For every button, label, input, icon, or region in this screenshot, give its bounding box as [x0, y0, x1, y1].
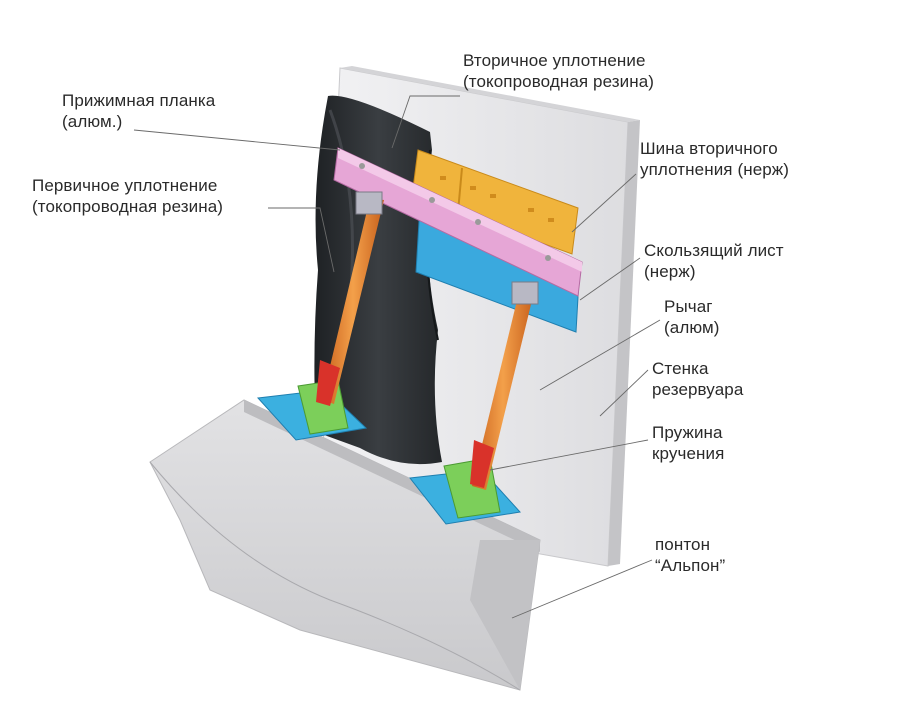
label-clamp-bar-line1: Прижимная планка [62, 91, 216, 110]
label-lever-line1: Рычаг [664, 297, 713, 316]
label-secondary-seal: Вторичное уплотнение (токопроводная рези… [463, 50, 654, 92]
label-lever: Рычаг (алюм) [664, 296, 720, 338]
label-secondary-bus-line2: уплотнения (нерж) [640, 160, 790, 179]
label-primary-seal-line1: Первичное уплотнение [32, 176, 218, 195]
label-pontoon-line1: понтон [655, 535, 711, 554]
label-sliding-sheet-line2: (нерж) [644, 262, 696, 281]
clamp-bar [333, 147, 583, 297]
label-tank-wall-line2: резервуара [652, 380, 744, 399]
lever-left [256, 191, 384, 441]
label-primary-seal: Первичное уплотнение (токопроводная рези… [32, 175, 223, 217]
label-torsion-spring-line2: кручения [652, 444, 725, 463]
label-secondary-seal-line1: Вторичное уплотнение [463, 51, 646, 70]
label-secondary-bus-line1: Шина вторичного [640, 139, 778, 158]
label-clamp-bar-line2: (алюм.) [62, 112, 123, 131]
label-tank-wall-line1: Стенка [652, 359, 709, 378]
label-secondary-seal-line2: (токопроводная резина) [463, 72, 655, 91]
leader-lines [133, 95, 661, 619]
label-primary-seal-line2: (токопроводная резина) [32, 197, 224, 216]
label-torsion-spring: Пружина кручения [652, 422, 724, 464]
label-sliding-sheet: Скользящий лист (нерж) [644, 240, 784, 282]
label-tank-wall: Стенка резервуара [652, 358, 743, 400]
label-pontoon-line2: “Альпон” [655, 556, 726, 575]
label-torsion-spring-line1: Пружина [652, 423, 723, 442]
label-pontoon: понтон “Альпон” [655, 534, 725, 576]
label-clamp-bar: Прижимная планка (алюм.) [62, 90, 215, 132]
label-sliding-sheet-line1: Скользящий лист [644, 241, 784, 260]
label-secondary-bus: Шина вторичного уплотнения (нерж) [640, 138, 789, 180]
lever-right [409, 281, 539, 525]
label-lever-line2: (алюм) [664, 318, 720, 337]
